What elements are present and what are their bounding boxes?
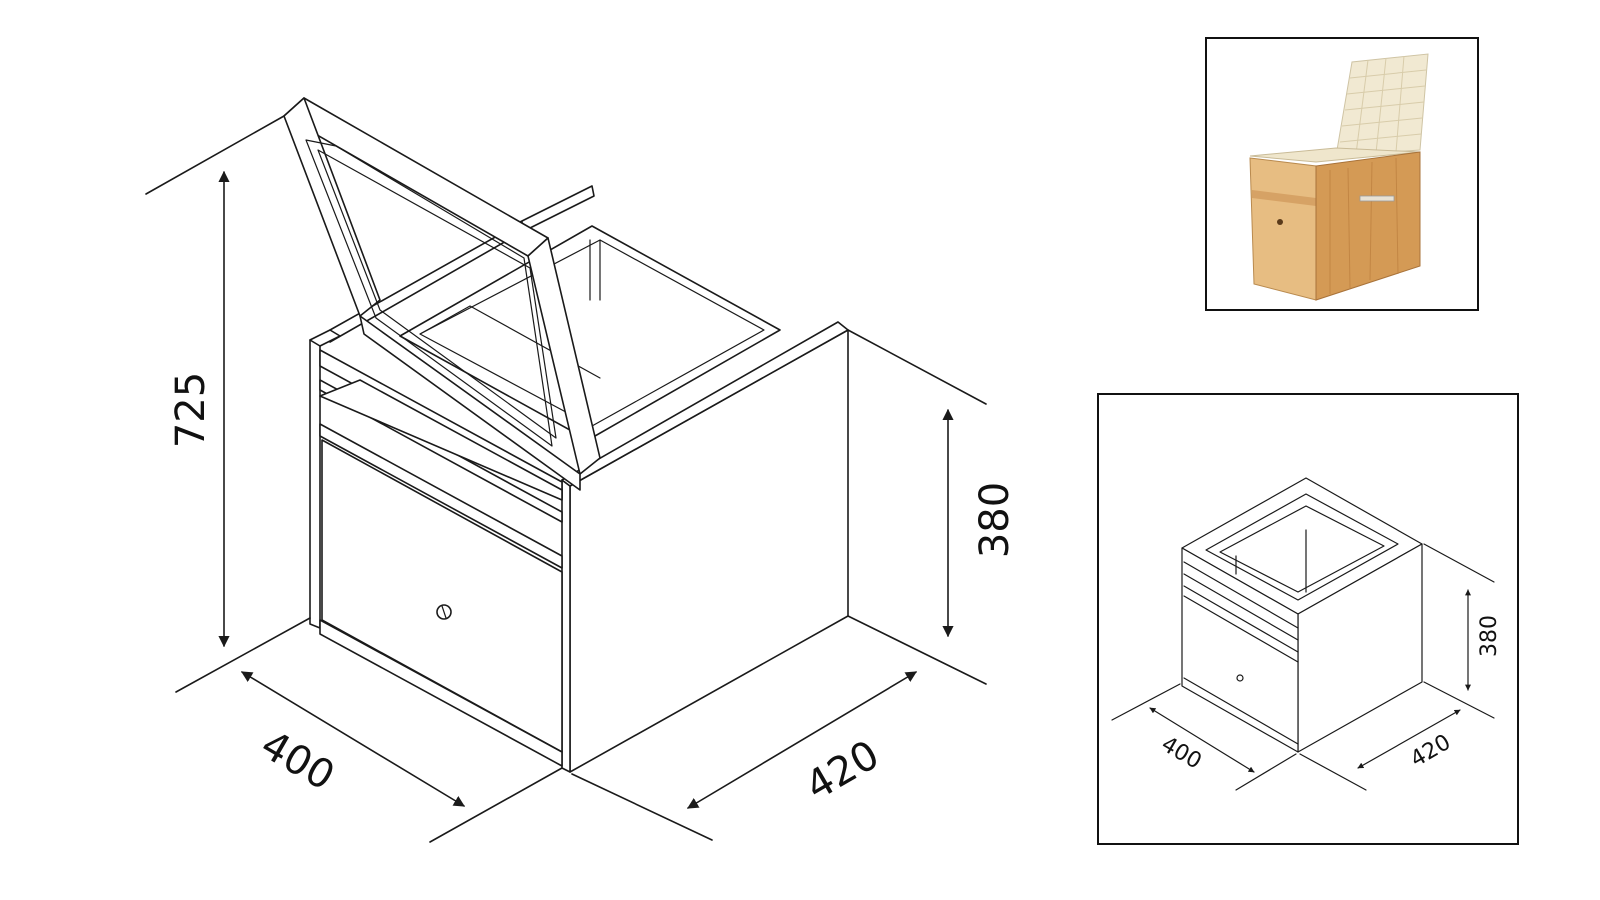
closed-drawing-frame: [1097, 393, 1519, 845]
closed-extension-lines: [1111, 543, 1495, 791]
photo-frame: [1205, 37, 1479, 311]
box-front-edge: [561, 479, 571, 773]
closed-drawing-panel: 380 400 420: [1097, 393, 1519, 845]
dim-label-400: 400: [253, 722, 342, 800]
closed-finger-hole-icon: [1236, 674, 1244, 682]
dim-arrow-400: [241, 671, 465, 807]
closed-dimension-arrows: [1149, 589, 1471, 773]
dim-label-420: 420: [798, 732, 887, 810]
closed-box-drawing: [1181, 477, 1423, 753]
box-left-edge: [309, 335, 321, 629]
dim-arrow-420: [687, 671, 917, 809]
front-drawer-panel: [321, 439, 563, 753]
front-slats: [319, 349, 563, 569]
closed-dim-label-380: 380: [1477, 615, 1502, 657]
extension-lines: [145, 115, 987, 843]
main-isometric-drawing: 725 380 400 420: [145, 97, 1018, 843]
box-left-rim: [309, 329, 341, 347]
dim-label-380: 380: [972, 482, 1018, 558]
product-photo: [1249, 53, 1429, 301]
product-photo-panel: [1205, 37, 1479, 311]
dimension-arrows: [218, 170, 954, 809]
dim-label-725: 725: [168, 372, 214, 448]
backrest-frame: [283, 97, 601, 491]
